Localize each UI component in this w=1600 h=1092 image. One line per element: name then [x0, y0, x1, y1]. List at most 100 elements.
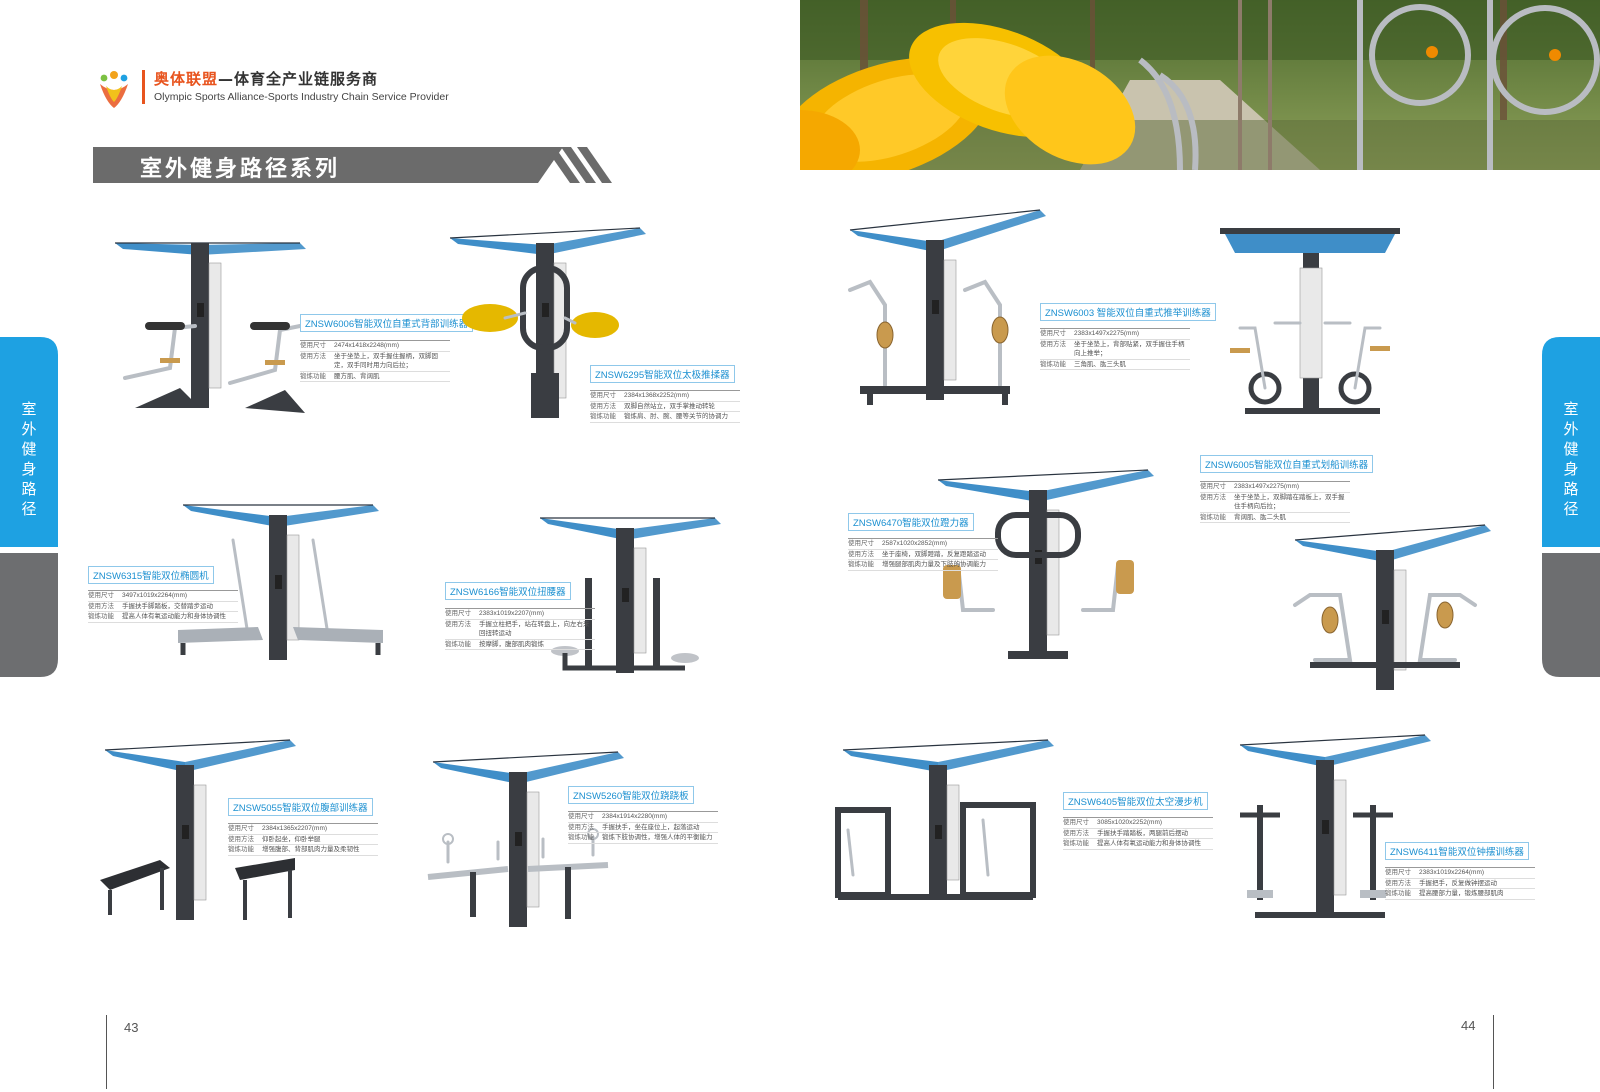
brand-english-name: Olympic Sports Alliance-Sports Industry …: [154, 91, 449, 103]
brand-divider: [142, 70, 145, 104]
spec-label: 使用方法: [1040, 340, 1066, 348]
spec-row-function: 锻炼功能提高人体有氧运动能力和身体协调性: [88, 612, 238, 623]
spec-value: 增强腿部肌肉力量及下肢的协调能力: [882, 561, 986, 568]
spec-row-usage: 使用方法手握扶手脚踏板，交替踏步运动: [88, 602, 238, 612]
spec-label: 使用方法: [848, 550, 874, 558]
spec-label: 使用方法: [590, 402, 616, 410]
spec-row-usage: 使用方法手握立柱把手，站在转盘上，向左右来回扭转运动: [445, 620, 595, 640]
spec-value: 3085x1020x2252(mm): [1097, 819, 1163, 826]
brand-name: 奥体联盟—体育全产业链服务商: [154, 70, 379, 88]
spec-value: 锻炼下肢协调性，增强人体的平衡能力: [602, 834, 713, 841]
spec-label: 锻炼功能: [228, 846, 254, 853]
spec-row-size: 使用尺寸 2384x1914x2280(mm): [568, 812, 718, 823]
fitness-equipment-illustration: [1293, 524, 1491, 690]
spec-label: 使用尺寸: [445, 610, 471, 617]
spec-row-function: 锻炼功能提高腰部力量，锻炼腰部肌肉: [1385, 889, 1535, 900]
spec-label: 锻炼功能: [1063, 840, 1089, 847]
spec-row-usage: 使用方法手握把手，反复做钟摆运动: [1385, 879, 1535, 889]
fitness-equipment-illustration: [449, 227, 646, 418]
spec-value: 坐于座椅，双脚蹬踏，反复蹬踏运动: [882, 550, 986, 558]
spec-value: 按摩脚，腹部肌肉锻炼: [479, 640, 544, 648]
spec-label: 使用方法: [300, 352, 326, 360]
spec-row-function: 锻炼功能背阔肌、肱二头肌: [1200, 513, 1350, 523]
product-title: ZNSW6166智能双位扭腰器: [445, 582, 571, 600]
spec-label: 使用尺寸: [1040, 330, 1066, 337]
spec-label: 使用方法: [228, 835, 254, 843]
product-specs: 使用尺寸 2384x1914x2280(mm) 使用方法手握扶手，坐在座位上，起落运…: [568, 811, 718, 844]
product-title: ZNSW6295智能双位太极推揉器: [590, 365, 735, 383]
spec-row-usage: 使用方法手握扶手踏踏板，两腿前后摆动: [1063, 829, 1213, 839]
spec-row-size: 使用尺寸 3085x1020x2252(mm): [1063, 818, 1213, 829]
spec-value: 腰方肌、背阔肌: [334, 372, 380, 380]
spec-value: 2383x1497x2275(mm): [1074, 330, 1140, 337]
side-tab-left: 室外健身路径: [0, 337, 58, 677]
fitness-equipment-illustration: [427, 751, 624, 927]
spec-label: 使用方法: [1063, 829, 1089, 837]
fitness-equipment-illustration: [937, 469, 1154, 659]
fitness-equipment-illustration: [1220, 228, 1400, 414]
product-title: ZNSW5260智能双位跷跷板: [568, 786, 694, 804]
spec-value: 手握立柱把手，站在转盘上，向左右来回扭转运动: [479, 620, 590, 638]
page-number-rule-left: [106, 1015, 107, 1089]
spec-row-usage: 使用方法手握扶手，坐在座位上，起落运动: [568, 823, 718, 833]
spec-label: 锻炼功能: [1040, 360, 1066, 368]
spec-label: 锻炼功能: [300, 372, 326, 380]
fitness-equipment-illustration: [540, 517, 721, 673]
spec-row-size: 使用尺寸 2383x1497x2275(mm): [1040, 329, 1190, 340]
spec-label: 使用方法: [445, 620, 471, 628]
spec-label: 锻炼功能: [445, 640, 471, 648]
spec-value: 手握扶手踏踏板，两腿前后摆动: [1097, 829, 1188, 837]
spec-value: 坐于坐垫上，背部贴紧，双手握住手柄向上推举；: [1074, 340, 1185, 358]
spec-row-usage: 使用方法坐于坐垫上，双脚踏在踏板上，双手握住手柄向后拉；: [1200, 493, 1350, 513]
spec-row-function: 锻炼功能三角肌、肱三头肌: [1040, 360, 1190, 370]
section-title: 室外健身路径系列: [140, 157, 341, 182]
side-tab-right: 室外健身路径: [1542, 337, 1600, 677]
spec-value: 三角肌、肱三头肌: [1074, 360, 1126, 368]
fitness-equipment-illustration: [848, 209, 1046, 405]
park-fitness-photo: [800, 0, 1600, 170]
spec-label: 使用尺寸: [228, 825, 254, 832]
product-title: ZNSW6405智能双位太空漫步机: [1063, 792, 1208, 810]
spec-value: 坐于坐垫上，双脚踏在踏板上，双手握住手柄向后拉；: [1234, 493, 1345, 511]
spec-label: 锻炼功能: [1385, 890, 1411, 897]
section-title-band: [93, 147, 612, 183]
spec-value: 2384x1368x2252(mm): [624, 392, 690, 399]
spec-label: 使用尺寸: [568, 813, 594, 820]
spec-row-function: 锻炼功能按摩脚，腹部肌肉锻炼: [445, 640, 595, 650]
brand-logo-icon: [100, 71, 128, 108]
page-number-rule-right: [1493, 1015, 1494, 1089]
spec-value: 坐于坐垫上，双手握住握柄，双脚固定，双手同时用力向后拉；: [334, 352, 438, 370]
product-title: ZNSW6315智能双位椭圆机: [88, 566, 214, 584]
spec-value: 手握扶手脚踏板，交替踏步运动: [122, 602, 213, 610]
spec-row-function: 锻炼功能腰方肌、背阔肌: [300, 372, 450, 382]
spec-label: 使用尺寸: [590, 392, 616, 399]
spec-label: 锻炼功能: [1200, 513, 1226, 521]
spec-label: 锻炼功能: [88, 613, 114, 620]
spec-value: 双脚自然站立，双手掌推动转轮: [624, 402, 715, 410]
spec-label: 使用方法: [88, 602, 114, 610]
spec-label: 使用尺寸: [300, 342, 326, 349]
fitness-equipment-illustration: [835, 739, 1054, 900]
spec-value: 增强腹部、背部肌肉力量及柔韧性: [262, 846, 360, 853]
product-title: ZNSW6470智能双位蹬力器: [848, 513, 974, 531]
spec-label: 锻炼功能: [590, 413, 616, 420]
fitness-equipment-illustration: [178, 504, 383, 660]
spec-value: 背阔肌、肱二头肌: [1234, 513, 1286, 521]
spec-row-usage: 使用方法双脚自然站立，双手掌推动转轮: [590, 402, 740, 412]
spec-value: 2384x1914x2280(mm): [602, 813, 668, 820]
spec-label: 使用尺寸: [1063, 819, 1089, 826]
spec-label: 使用方法: [1385, 879, 1411, 887]
fitness-equipment-illustration: [115, 242, 306, 413]
spec-label: 使用尺寸: [1200, 483, 1226, 490]
page-number-right: 44: [1461, 1018, 1476, 1033]
